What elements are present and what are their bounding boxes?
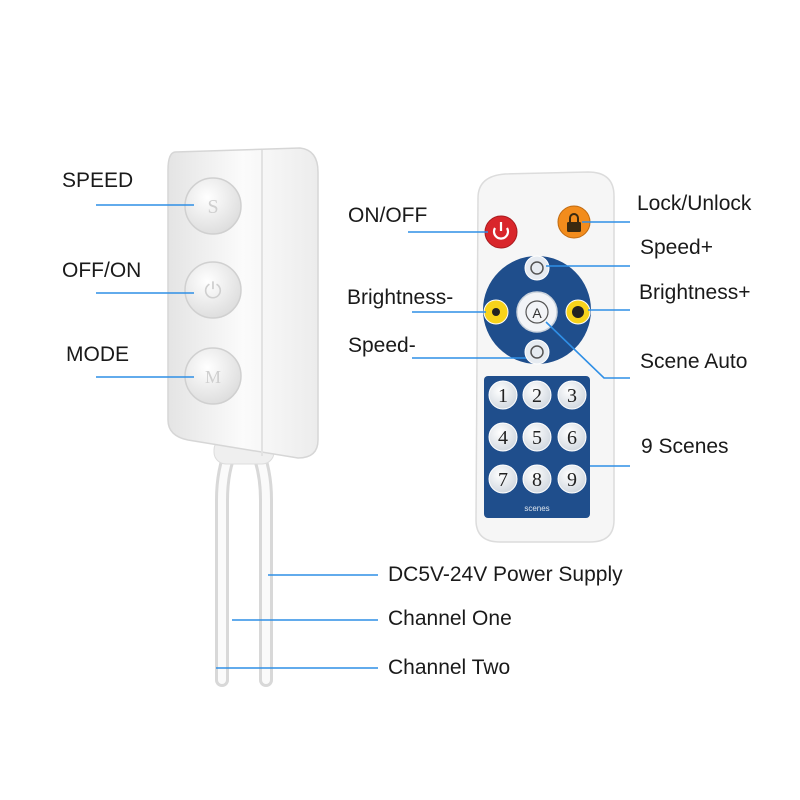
auto-icon: A bbox=[532, 305, 542, 321]
speed-minus-button[interactable] bbox=[524, 339, 550, 365]
label-off-on: OFF/ON bbox=[62, 259, 142, 282]
label-scene-auto: Scene Auto bbox=[640, 350, 748, 373]
sun-icon bbox=[572, 306, 584, 318]
mode-button-glyph: M bbox=[205, 367, 221, 387]
scene-key-4[interactable]: 4 bbox=[488, 422, 518, 452]
scene-key-label: 2 bbox=[532, 385, 542, 407]
label-speed-plus: Speed+ bbox=[640, 236, 713, 259]
scene-key-label: 1 bbox=[498, 385, 508, 407]
scene-key-label: 4 bbox=[498, 427, 508, 449]
brightness-plus-button[interactable] bbox=[565, 299, 591, 325]
label-brightness-plus: Brightness+ bbox=[639, 281, 751, 304]
controller-power-button[interactable] bbox=[184, 261, 242, 319]
gauge-icon bbox=[530, 345, 544, 359]
scene-key-label: 5 bbox=[532, 427, 542, 449]
label-power-supply: DC5V-24V Power Supply bbox=[388, 563, 623, 586]
scene-key-7[interactable]: 7 bbox=[488, 464, 518, 494]
scene-key-label: 9 bbox=[567, 469, 577, 491]
label-9-scenes: 9 Scenes bbox=[641, 435, 729, 458]
speed-button-glyph: S bbox=[207, 196, 218, 218]
label-brightness-minus: Brightness- bbox=[347, 286, 454, 309]
remote-power-button[interactable] bbox=[484, 215, 518, 249]
cables bbox=[213, 437, 275, 687]
scene-key-9[interactable]: 9 bbox=[557, 464, 587, 494]
label-channel-two: Channel Two bbox=[388, 656, 511, 679]
scene-key-6[interactable]: 6 bbox=[557, 422, 587, 452]
sun-icon bbox=[492, 308, 500, 316]
power-icon bbox=[492, 227, 510, 240]
label-mode: MODE bbox=[66, 343, 129, 366]
controller-speed-button[interactable] bbox=[184, 177, 242, 235]
label-on-off: ON/OFF bbox=[348, 204, 428, 227]
scene-key-1[interactable]: 1 bbox=[488, 380, 518, 410]
scenes-caption: scenes bbox=[524, 504, 549, 513]
label-speed-minus: Speed- bbox=[348, 334, 416, 357]
scene-key-label: 3 bbox=[567, 385, 577, 407]
gauge-icon bbox=[530, 261, 544, 275]
power-icon: ⏻ bbox=[204, 278, 221, 303]
scene-keys: 1 2 3 4 5 6 7 8 9 bbox=[488, 380, 587, 494]
callout-lines bbox=[96, 204, 630, 669]
remote-lock-button[interactable] bbox=[557, 205, 591, 239]
scene-key-label: 8 bbox=[532, 469, 542, 491]
brightness-minus-button[interactable] bbox=[483, 299, 509, 325]
scene-key-label: 6 bbox=[567, 427, 577, 449]
scene-key-2[interactable]: 2 bbox=[522, 380, 552, 410]
label-lock-unlock: Lock/Unlock bbox=[637, 192, 752, 215]
label-channel-one: Channel One bbox=[388, 607, 512, 630]
speed-plus-button[interactable] bbox=[524, 255, 550, 281]
label-speed: SPEED bbox=[62, 169, 134, 192]
scene-key-3[interactable]: 3 bbox=[557, 380, 587, 410]
controller-mode-button[interactable] bbox=[184, 347, 242, 405]
lock-icon bbox=[567, 222, 581, 232]
scene-key-label: 7 bbox=[498, 469, 508, 491]
scene-key-8[interactable]: 8 bbox=[522, 464, 552, 494]
scene-key-5[interactable]: 5 bbox=[522, 422, 552, 452]
